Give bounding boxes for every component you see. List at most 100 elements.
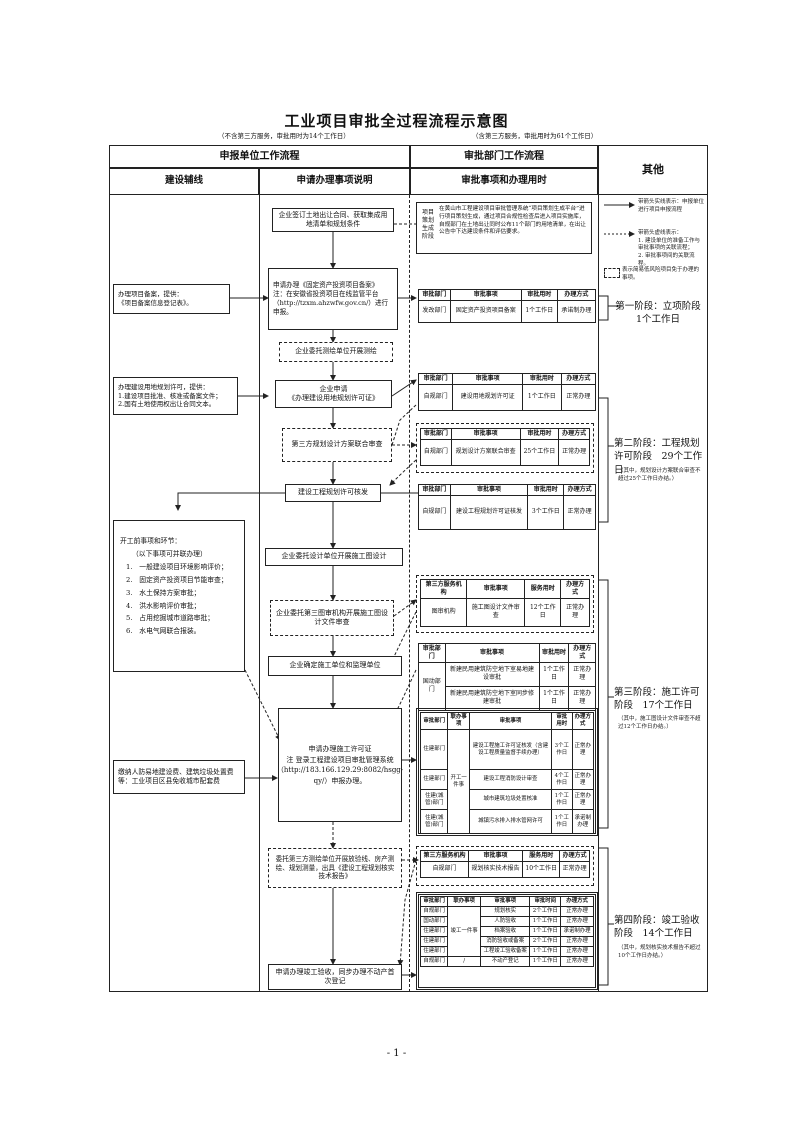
table-cell: 1个工作日 xyxy=(529,956,562,968)
planning-stage-text: 在黄山市工程建设项目审批管理系统“项目策划生成平台”进行项目策划生成，通过项目合… xyxy=(439,206,586,236)
table-cell: 1个工作日 xyxy=(529,926,562,938)
table-header: 联办事项 xyxy=(447,895,482,908)
table-header: 审批用时 xyxy=(519,428,560,440)
divider-col3 xyxy=(598,195,599,992)
table-cell: 城镇污水排入排水管网许可 xyxy=(468,809,553,835)
table-header: 审批事项 xyxy=(468,711,553,731)
table-cell: 1个工作日 xyxy=(538,661,570,687)
table-cell: 2个工作日 xyxy=(529,936,562,948)
table-header: 审批部门 xyxy=(417,373,454,385)
step-engineering-permit: 建设工程规划许可核发 xyxy=(285,484,381,502)
stage-3-label: 第三阶段：施工许可阶段 17个工作日 xyxy=(614,687,700,712)
table-cell: 新建民用建筑防空地下室同步修建审批 xyxy=(444,685,540,711)
table-cell: 正常办理 xyxy=(559,860,590,878)
table-header: 办理方式 xyxy=(560,579,590,599)
table-header: 审批事项 xyxy=(450,428,521,440)
page-number: - 1 - xyxy=(386,1048,407,1059)
table-cell: 承诺制办理 xyxy=(571,809,594,835)
table-cell: 图审机构 xyxy=(419,597,468,627)
step-third-party-survey: 委托第三方测绘单位开展放验线、房产测绘、规划测量，出具《建设工程规划核实技术报告… xyxy=(268,848,402,888)
divider-col2 xyxy=(409,195,411,992)
header-col2: 申请办理事项说明 xyxy=(259,168,410,195)
table-design-review-wrap xyxy=(416,423,594,473)
subtitle-right: （含第三方服务，审批用时为61个工作日） xyxy=(472,132,598,140)
divider-col1 xyxy=(259,195,260,992)
step-land-planning-permit: 企业申请 《办理建设用地规划许可证》 xyxy=(275,380,392,408)
header-col1: 建设辅线 xyxy=(109,168,259,195)
table-cell: 不动产登记 xyxy=(480,956,531,968)
step-project-filing: 申请办理《固定资产投资项目备案》 注：在安徽省投资项目在线监管平台（http:/… xyxy=(268,268,398,330)
table-construction-permit: 审批部门联办事项审批事项审批用时办理方式 住建部门开工一件事建设工程施工许可证核… xyxy=(419,711,594,835)
table-cell: 正常办理 xyxy=(560,597,590,627)
table-cell: 城市建筑垃圾处置核准 xyxy=(468,789,553,811)
table-cell: 正常办理 xyxy=(560,916,594,928)
table-header: 办理方式 xyxy=(560,895,594,908)
table-cell: 自规部门 xyxy=(418,494,451,530)
table-cell: 1个工作日 xyxy=(529,916,562,928)
step-construction-design: 企业委托设计单位开展施工图设计 xyxy=(265,548,403,566)
table-cell: 自规部门 xyxy=(417,383,454,411)
table-cell: 12个工作日 xyxy=(524,597,562,627)
step-land-contract: 企业签订土地出让合同、获取集成用地清单和规划条件 xyxy=(272,208,394,232)
table-cell: 3个工作日 xyxy=(551,729,573,771)
table-cell: 人防验收 xyxy=(480,916,531,928)
legend-dotted-arrow: 带箭头虚线表示： 1. 建设单位的准备工作与审批事项的关联流程； 2. 审批事项… xyxy=(638,230,700,267)
table-header: 审批部门 xyxy=(418,289,451,301)
table-cell: 3个工作日 xyxy=(527,494,565,530)
table-cell: 国动部门 xyxy=(418,661,446,711)
table-cell: 建设工程消防设计审查 xyxy=(468,769,553,791)
table-header: 办理方式 xyxy=(556,289,597,301)
table-cell: 住建部门 xyxy=(419,926,449,938)
aux-item: 6. 水电气网联合报装。 xyxy=(126,627,201,636)
table-cell: 住建部门 xyxy=(419,769,449,791)
planning-stage-label: 项目 策划 生成 阶段 xyxy=(421,209,434,241)
stage-2-note: （其中，规划设计方案联合审查不超过25个工作日办结。） xyxy=(618,468,701,482)
table-header: 第三方服务机构 xyxy=(419,579,468,599)
legend-dashed-box-icon xyxy=(604,268,620,278)
table-header: 审批用时 xyxy=(520,289,558,301)
table-cell: 承诺制办理 xyxy=(560,926,594,938)
table-cell: 正常办理 xyxy=(560,946,594,958)
step-completion: 申请办理竣工验收，同步办理不动产首次登记 xyxy=(268,964,402,990)
table-header: 审批时间 xyxy=(529,895,562,908)
table-header: 审批事项 xyxy=(480,895,531,908)
stage-3-note: （其中，施工图设计文件审查不超过12个工作日办结。） xyxy=(618,716,701,730)
table-cell: 竣工一件事 xyxy=(447,906,482,958)
step-contractor: 企业确定施工单位和监理单位 xyxy=(268,656,402,676)
table-cell: 住建部门 xyxy=(419,936,449,948)
table-cell: 自规部门 xyxy=(419,906,449,918)
table-header: 审批事项 xyxy=(449,289,522,301)
table-cell: 10个工作日 xyxy=(522,860,561,878)
table-header: 审批事项 xyxy=(467,850,524,862)
table-header: 第三方服务机构 xyxy=(420,850,469,862)
table-cell: 1个工作日 xyxy=(551,789,573,811)
step-construction-permit: 申请办理施工许可证 注 登录工程建设项目审批管理系统（http://183.16… xyxy=(277,708,403,822)
table-cell: 国动部门 xyxy=(419,916,449,928)
table-cell: 自规部门 xyxy=(419,956,449,968)
table-cell: 正常办理 xyxy=(560,383,597,411)
aux-item: 2. 固定资产投资项目节能审查； xyxy=(126,575,228,584)
aux-land-planning: 办理建设用地规划许可，提供： 1.建设项目批准、核准或备案文件； 2.国有土地使… xyxy=(113,377,238,415)
table-cell: 正常办理 xyxy=(560,906,594,918)
aux-pre-construction-title: 开工前事项和环节： xyxy=(120,537,182,545)
page-title: 工业项目审批全过程流程示意图 xyxy=(284,112,509,130)
table-cell: 档案验收 xyxy=(480,926,531,938)
table-cell: 新建民用建筑防空地下室易地建设审批 xyxy=(444,661,540,687)
table-cell: 2个工作日 xyxy=(529,906,562,918)
legend-solid-arrow: 带箭头实线表示：申报单位进行项目申报流程 xyxy=(638,199,705,213)
table-header: 审批用时 xyxy=(551,711,573,731)
table-header: 办理方式 xyxy=(571,711,594,731)
aux-pre-construction: 开工前事项和环节： （以下事项可并联办理） 1. 一般建设项目环境影响评价； 2… xyxy=(113,520,245,672)
table-cell: 25个工作日 xyxy=(519,438,560,466)
table-drawing-review-wrap xyxy=(416,575,594,633)
table-header: 服务用时 xyxy=(524,579,562,599)
table-construction-permit-wrap xyxy=(416,708,598,836)
aux-fees: 缴纳人防易地建设费、建筑垃圾处置费等：工业项目区县免收城市配套费 xyxy=(113,760,245,794)
aux-pre-construction-subtitle: （以下事项可并联办理） xyxy=(132,549,207,558)
